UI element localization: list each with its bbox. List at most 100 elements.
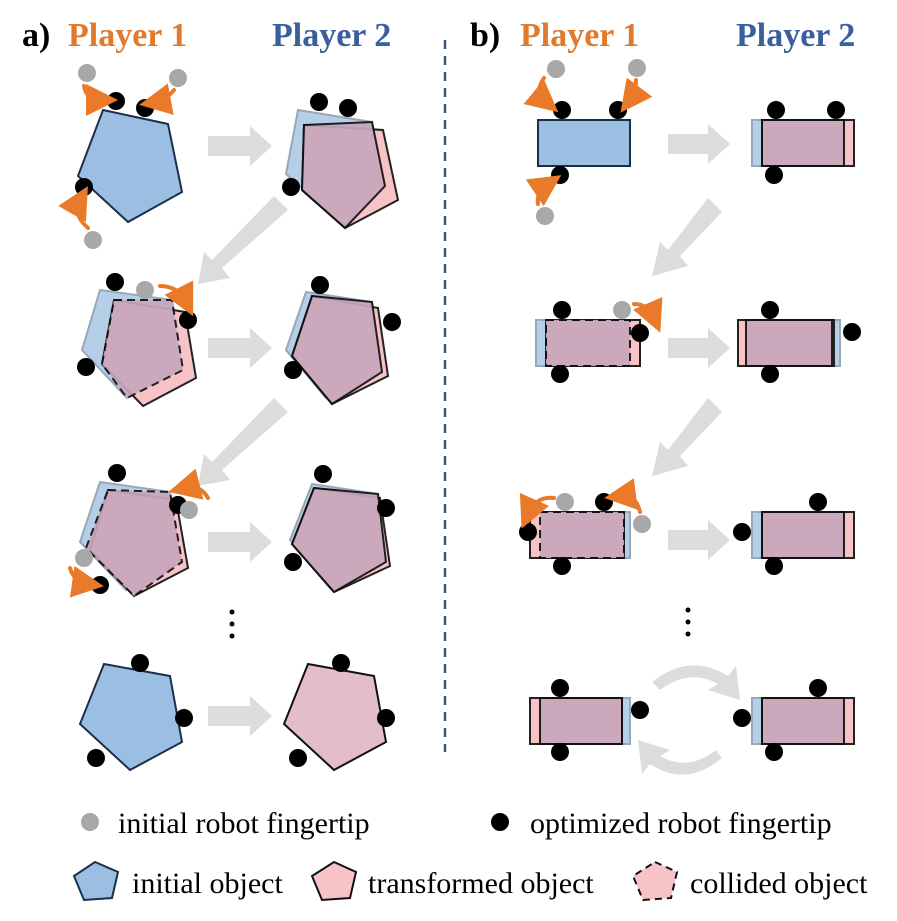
legend-initial-object-label: initial object xyxy=(132,867,283,900)
optimized-fingertip xyxy=(765,557,783,575)
optimized-fingertip xyxy=(761,365,779,383)
optimized-fingertip xyxy=(383,313,401,331)
optimized-fingertip xyxy=(733,709,751,727)
rect-transformed-row3 xyxy=(751,511,855,559)
ellipsis-dot xyxy=(685,607,691,613)
move-arrow xyxy=(525,175,562,207)
move-arrow xyxy=(68,565,104,598)
move-arrow xyxy=(82,83,118,116)
optimized-fingertip xyxy=(339,99,357,117)
optimized-fingertip xyxy=(106,273,124,291)
optimized-fingertip xyxy=(519,523,537,541)
optimized-fingertip xyxy=(809,679,827,697)
move-arrow xyxy=(139,83,176,115)
cycle-arrow-bottom xyxy=(638,740,722,775)
next-turn-arrow xyxy=(198,196,288,284)
optimized-fingertip xyxy=(595,493,613,511)
step-arrow xyxy=(208,126,272,166)
optimized-fingertip xyxy=(75,178,93,196)
pentagon-initial-row4 xyxy=(78,662,184,772)
panel-b-label: b) xyxy=(470,17,500,54)
pentagon-collided-row2 xyxy=(80,288,198,408)
optimized-fingertip xyxy=(332,654,350,672)
step-arrow xyxy=(208,328,272,368)
optimized-fingertip xyxy=(284,553,302,571)
initial-fingertip xyxy=(628,59,646,77)
initial-fingertip xyxy=(136,281,154,299)
optimized-fingertip xyxy=(553,301,571,319)
next-turn-arrow xyxy=(652,398,722,476)
optimized-fingertip xyxy=(289,749,307,767)
optimized-fingertip xyxy=(551,743,569,761)
move-arrow xyxy=(604,478,642,514)
optimized-fingertip xyxy=(809,493,827,511)
optimized-fingertip xyxy=(551,679,569,697)
optimized-fingertip xyxy=(91,576,109,594)
rect-transformed-row2 xyxy=(737,319,841,367)
optimized-fingertip xyxy=(827,101,845,119)
optimized-fingertip xyxy=(767,101,785,119)
cycle-arrow-top xyxy=(652,665,740,700)
ellipsis-dot xyxy=(229,621,235,627)
step-arrow xyxy=(668,328,730,368)
legend-collided-object-swatch xyxy=(631,860,679,902)
rect-transformed-row4-right xyxy=(751,697,855,745)
optimized-fingertip xyxy=(551,365,569,383)
panel-a-label: a) xyxy=(22,17,50,54)
optimized-fingertip xyxy=(733,523,751,541)
rect-transformed-row1 xyxy=(751,119,855,167)
optimized-fingertip xyxy=(175,709,193,727)
optimized-fingertip xyxy=(609,101,627,119)
move-arrow xyxy=(158,280,194,317)
next-turn-arrow xyxy=(198,398,288,486)
optimized-fingertip xyxy=(631,701,649,719)
rect-collided-row2 xyxy=(535,319,641,367)
legend-transformed-object-label: transformed object xyxy=(368,867,594,900)
optimized-fingertip xyxy=(131,654,149,672)
legend-initial-fingertip-label: initial robot fingertip xyxy=(118,807,370,840)
optimized-fingertip xyxy=(631,324,649,342)
legend-initial-object-swatch xyxy=(72,860,120,902)
optimized-fingertip xyxy=(377,499,395,517)
legend-collided-object-label: collided object xyxy=(690,867,868,900)
rect-collided-row3 xyxy=(529,511,631,559)
initial-fingertip xyxy=(613,301,631,319)
pentagon-transformed-row1 xyxy=(284,108,400,230)
optimized-fingertip xyxy=(179,311,197,329)
step-arrow xyxy=(668,124,730,164)
move-arrow xyxy=(519,492,556,529)
optimized-fingertip xyxy=(553,557,571,575)
ellipsis-dot xyxy=(685,619,691,625)
next-turn-arrow xyxy=(652,198,722,276)
optimized-fingertip xyxy=(843,323,861,341)
optimized-fingertip xyxy=(551,166,569,184)
legend-transformed-object-swatch xyxy=(310,860,358,902)
optimized-fingertip xyxy=(314,465,332,483)
panel-b-player2-title: Player 2 xyxy=(736,17,855,54)
initial-fingertip xyxy=(78,64,96,82)
move-arrow xyxy=(523,76,559,113)
optimized-fingertip xyxy=(311,276,329,294)
move-arrow xyxy=(58,186,90,230)
optimized-fingertip xyxy=(107,92,125,110)
rect-initial-row1 xyxy=(537,119,631,167)
pentagon-transformed-row3 xyxy=(288,482,392,594)
optimized-fingertip xyxy=(310,93,328,111)
optimized-fingertip xyxy=(77,358,95,376)
panel-a-player1-title: Player 1 xyxy=(68,17,187,54)
move-arrow xyxy=(168,468,210,500)
step-arrow xyxy=(208,522,272,562)
pentagon-transformed-row2 xyxy=(284,290,390,406)
optimized-fingertip xyxy=(765,166,783,184)
initial-fingertip xyxy=(84,231,102,249)
optimized-fingertip xyxy=(765,743,783,761)
ellipsis-dot xyxy=(229,633,235,639)
move-arrow xyxy=(632,296,663,333)
optimized-fingertip xyxy=(136,99,154,117)
rect-transformed-row4-left xyxy=(529,697,631,745)
panel-a-player2-title: Player 2 xyxy=(272,17,391,54)
pentagon-initial-row1 xyxy=(76,108,184,224)
pentagon-transformed-row4 xyxy=(282,662,388,772)
initial-fingertip xyxy=(75,549,93,567)
